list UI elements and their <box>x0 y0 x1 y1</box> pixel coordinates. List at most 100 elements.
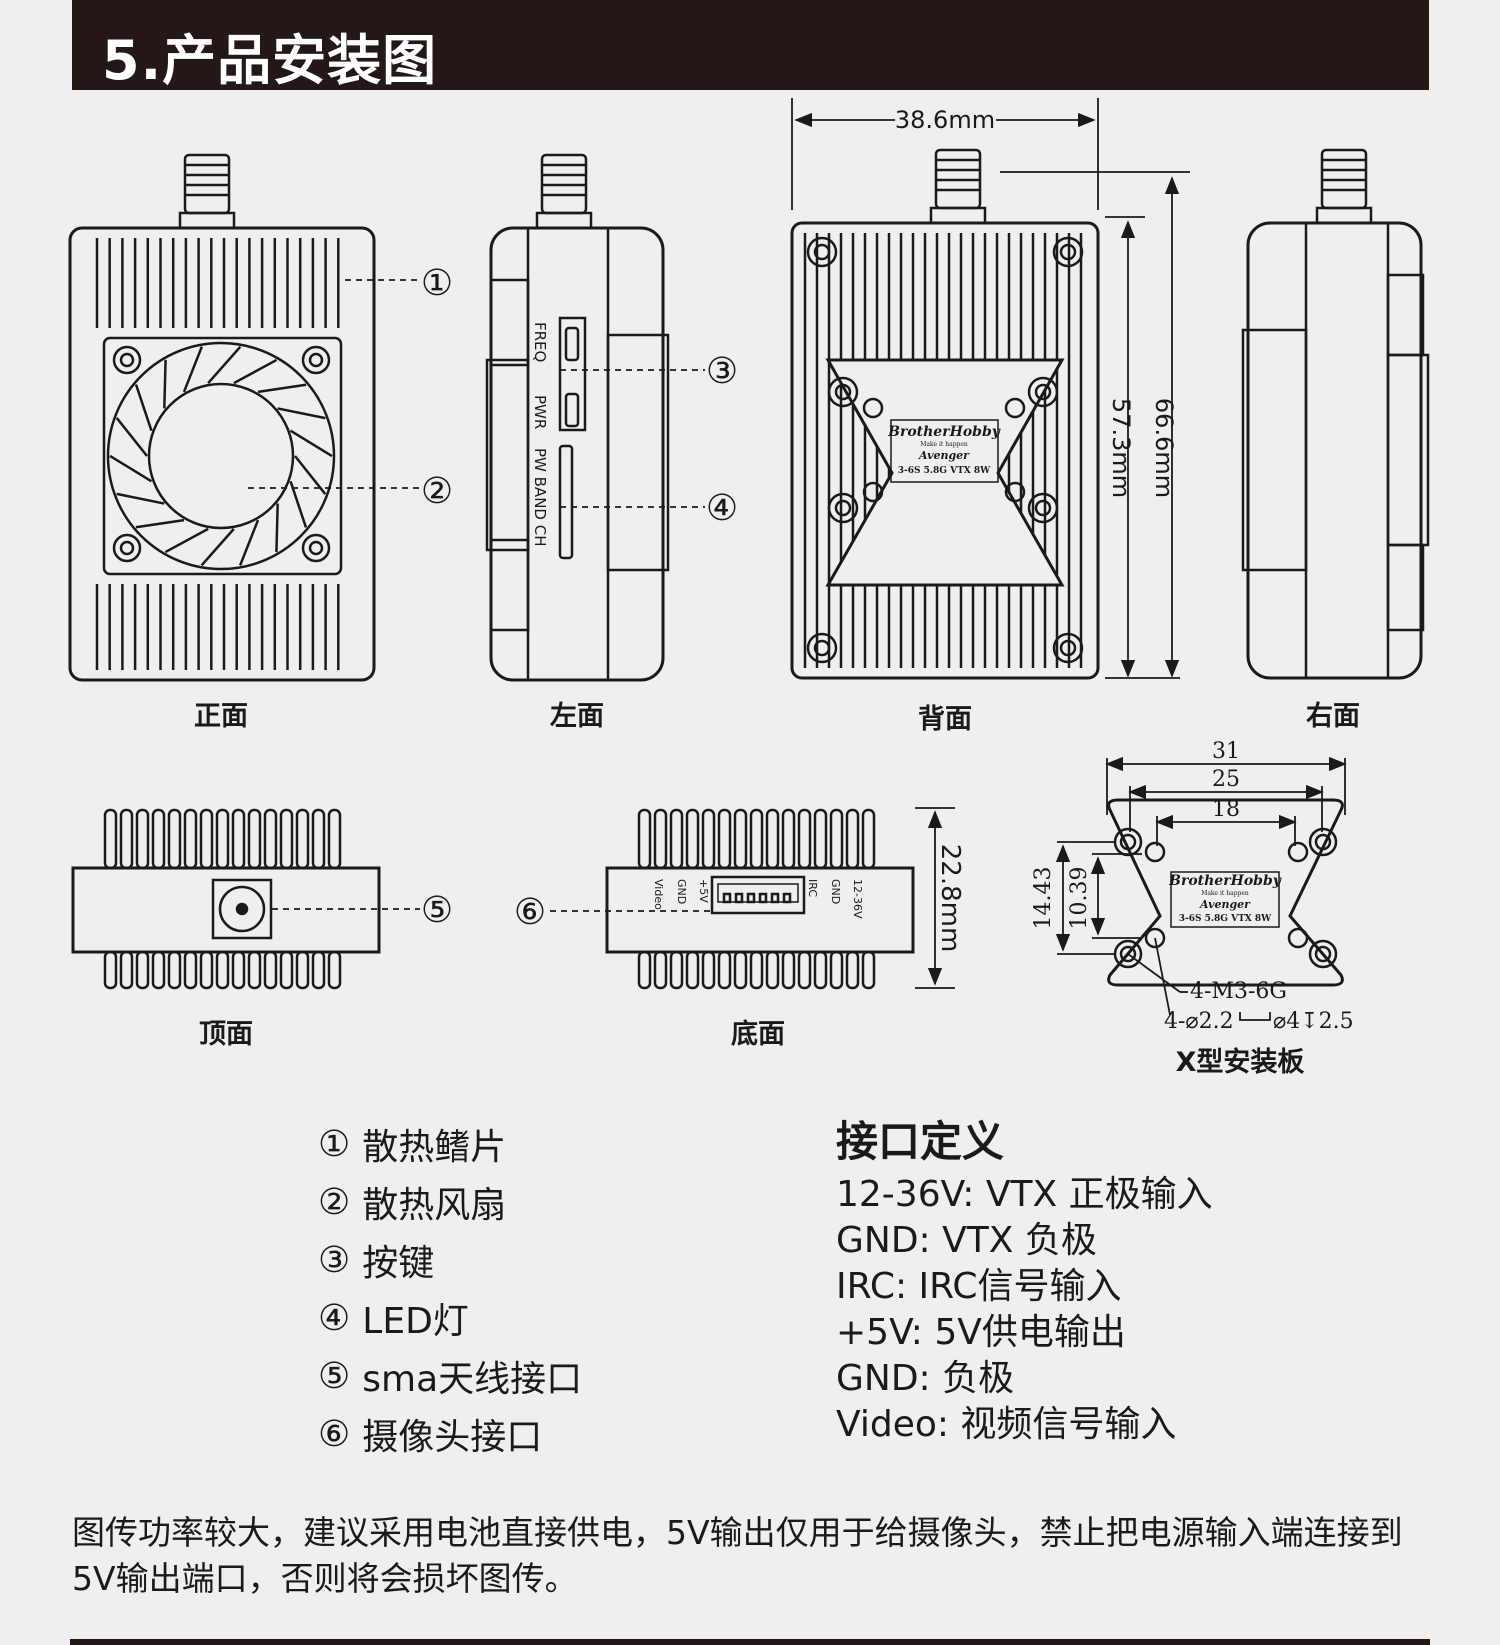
fin <box>103 950 118 990</box>
front-screws <box>112 345 331 563</box>
fin <box>765 808 780 870</box>
callout-6: ⑥ <box>514 892 546 933</box>
dim-plate-14: 14.43 <box>1031 867 1056 930</box>
front-fins-bottom <box>95 584 340 670</box>
bottom-view <box>605 808 915 990</box>
port-label-gnd-1: GND <box>675 879 688 904</box>
fin <box>781 808 796 870</box>
back-model: Avenger <box>918 449 970 462</box>
top-fins-upper <box>103 808 342 870</box>
freq-label: FREQ <box>531 322 549 362</box>
fan-blade <box>289 480 308 528</box>
fan-blade <box>257 383 307 394</box>
legend-text: 散热风扇 <box>362 1185 507 1226</box>
legend-num: ① <box>318 1123 351 1165</box>
connector-pin <box>722 892 732 904</box>
fin <box>701 950 716 990</box>
fin <box>119 808 134 870</box>
back-slogan: Make it happen <box>920 441 968 448</box>
x-plate <box>1107 798 1344 987</box>
fin <box>327 950 342 990</box>
label-top: 顶面 <box>199 1019 253 1050</box>
interface-item: GND: 负极 <box>836 1358 1015 1399</box>
fin <box>829 950 844 990</box>
label-left: 左面 <box>550 701 604 732</box>
plate-brand: BrotherHobby <box>1168 873 1282 889</box>
back-brand: BrotherHobby <box>887 424 1001 440</box>
connector-pin <box>758 892 768 904</box>
fan-blade <box>134 384 153 432</box>
fin <box>829 808 844 870</box>
fin <box>151 950 166 990</box>
fin <box>781 950 796 990</box>
fan-blade <box>275 503 279 553</box>
legend-text: LED灯 <box>362 1301 469 1342</box>
fin <box>215 808 230 870</box>
label-x-plate: X型安装板 <box>1175 1047 1305 1078</box>
back-corner-screws <box>806 236 1084 664</box>
connector-pin <box>734 892 744 904</box>
warning-note: 图传功率较大，建议采用电池直接供电，5V输出仅用于给摄像头，禁止把电源输入端连接… <box>72 1513 1403 1598</box>
dim-height-total: 66.6mm <box>1150 398 1178 498</box>
fan <box>106 341 336 571</box>
legend-num: ② <box>318 1181 351 1223</box>
fin <box>685 950 700 990</box>
fan-blade <box>182 346 203 393</box>
fan-blade <box>109 454 153 483</box>
top-view <box>71 808 381 990</box>
back-spec: 3-6S 5.8G VTX 8W <box>898 466 991 476</box>
fan-blade <box>164 527 209 554</box>
fin <box>135 950 150 990</box>
fin <box>813 950 828 990</box>
back-fins <box>803 233 1083 668</box>
fin <box>701 808 716 870</box>
legend-num: ⑤ <box>318 1355 351 1397</box>
bottom-rule <box>70 1639 1430 1645</box>
fin <box>669 950 684 990</box>
connector-pin <box>782 892 792 904</box>
interface-item: IRC: IRC信号输入 <box>836 1266 1122 1307</box>
dim-plate-10: 10.39 <box>1067 867 1092 930</box>
fin <box>637 950 652 990</box>
interface-title: 接口定义 <box>836 1117 1005 1166</box>
fin <box>813 808 828 870</box>
interface-item: +5V: 5V供电输出 <box>836 1312 1126 1353</box>
fin <box>327 808 342 870</box>
fin <box>733 808 748 870</box>
fan-blade <box>294 455 327 495</box>
port-label-12-36v: 12-36V <box>851 879 864 919</box>
label-back: 背面 <box>918 704 972 735</box>
back-plate-holes <box>827 376 1059 524</box>
fin <box>279 808 294 870</box>
fan-blade <box>207 345 242 384</box>
fin <box>231 808 246 870</box>
legend-text: 按键 <box>362 1243 435 1284</box>
label-right: 右面 <box>1306 701 1360 732</box>
port-label-irc: IRC <box>806 879 819 897</box>
fin <box>311 808 326 870</box>
fin <box>183 950 198 990</box>
dim-width: 38.6mm <box>895 106 995 134</box>
dim-hole: 4-⌀2.2 <box>1164 1009 1234 1034</box>
fin <box>685 808 700 870</box>
connector-pin <box>770 892 780 904</box>
pwr-label: PWR <box>531 395 549 429</box>
legend-num: ④ <box>318 1297 351 1339</box>
fin <box>653 808 668 870</box>
plate-spec: 3-6S 5.8G VTX 8W <box>1179 914 1272 924</box>
fin <box>653 950 668 990</box>
fin <box>295 808 310 870</box>
fin <box>749 808 764 870</box>
fin <box>279 950 294 990</box>
fan-blade <box>233 358 278 385</box>
fin <box>861 950 876 990</box>
dim-height-inner: 57.3mm <box>1107 398 1135 498</box>
port-label-5v: +5V <box>697 879 710 903</box>
fan-blade <box>135 518 185 529</box>
fin <box>247 808 262 870</box>
fin <box>263 808 278 870</box>
